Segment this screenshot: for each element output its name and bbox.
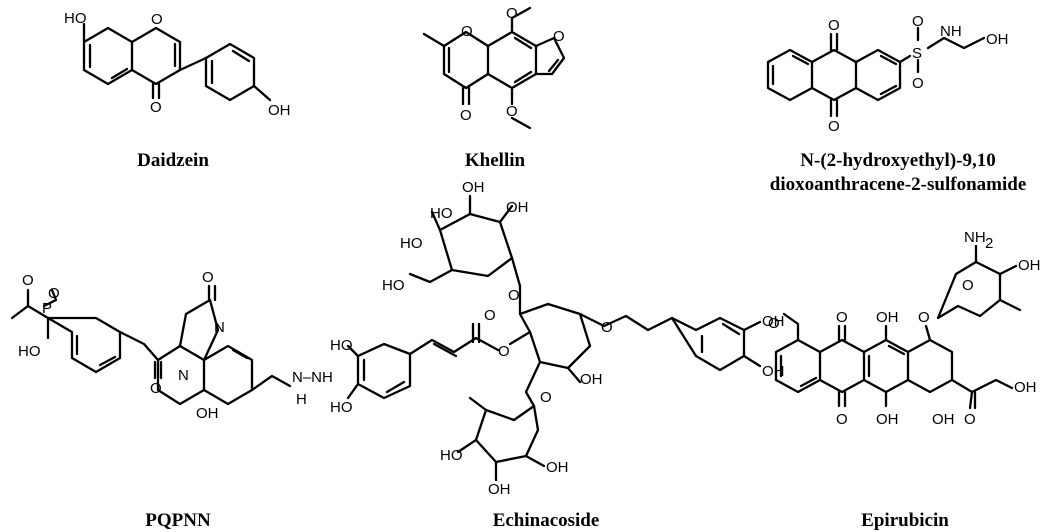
- atom-o-sulf-top: O: [828, 17, 840, 34]
- atom-ho-echi-5: HO: [330, 399, 353, 416]
- caption-khellin: Khellin: [465, 150, 526, 171]
- structure-epirubicin: [774, 244, 1022, 410]
- atom-o-daidzein-ring: O: [151, 11, 163, 28]
- atom-n-pqpnn-1: N: [214, 319, 225, 336]
- atom-o-echi-2: O: [601, 319, 613, 336]
- atom-oh-echi-6: OH: [488, 481, 511, 498]
- atom-s: S: [912, 45, 922, 62]
- atom-p: P: [42, 300, 52, 317]
- atom-o-epi-1: O: [768, 315, 780, 332]
- atom-nh: NH: [940, 23, 962, 40]
- atom-o-epi-2: O: [836, 309, 848, 326]
- atom-oh-epi-2: OH: [876, 411, 899, 428]
- structure-sulfonamide: [766, 26, 986, 118]
- atom-o-khellin-bottom: O: [506, 103, 518, 120]
- atom-o-khellin-furan: O: [553, 28, 565, 45]
- atom-nh2-sub: 2: [985, 235, 993, 252]
- atom-n-pqpnn-2: N: [178, 367, 189, 384]
- structure-daidzein: [82, 22, 272, 102]
- caption-epirubicin: Epirubicin: [861, 510, 949, 531]
- atom-ho-echi-4: HO: [330, 337, 353, 354]
- atom-o-epi-6: O: [964, 411, 976, 428]
- atom-o-khellin-ring: O: [461, 23, 473, 40]
- caption-sulfonamide-1: N-(2-hydroxyethyl)-9,10: [800, 150, 995, 171]
- atom-ho-echi-3: HO: [382, 277, 405, 294]
- atom-oh-epi-1: OH: [876, 309, 899, 326]
- atom-oh-epi-5: OH: [1014, 379, 1037, 396]
- atom-oh-pqpnn: OH: [196, 405, 219, 422]
- atom-oh-epi-3: OH: [1018, 257, 1041, 274]
- atom-o-pqpnn-1: O: [22, 272, 34, 289]
- structure-pqpnn: [10, 284, 292, 406]
- atom-oh-echi-4: OH: [762, 313, 785, 330]
- atom-o-pqpnn-3: O: [150, 380, 162, 397]
- atom-oh-echi-7: OH: [546, 459, 569, 476]
- atom-o-daidzein-carbonyl: O: [150, 99, 162, 116]
- atom-o-khellin-carbonyl: O: [460, 107, 472, 124]
- atom-o-echi-1: O: [508, 287, 520, 304]
- atom-ho-echi-2: HO: [430, 205, 453, 222]
- structure-khellin: [422, 6, 566, 130]
- atom-nh2-epi: NH: [964, 229, 986, 246]
- atom-o-s2: O: [912, 75, 924, 92]
- atom-oh-echi-1: OH: [462, 179, 485, 196]
- atom-o-epi-5: O: [962, 277, 974, 294]
- caption-pqpnn: PQPNN: [145, 510, 211, 531]
- atom-oh-daidzein: OH: [268, 102, 291, 119]
- caption-daidzein: Daidzein: [137, 150, 209, 171]
- atom-nhnh2: N–NH: [292, 369, 333, 386]
- atom-o-khellin-top: O: [506, 5, 518, 22]
- atom-h-pqpnn: H: [296, 391, 307, 408]
- atom-oh-echi-5: OH: [762, 363, 785, 380]
- caption-sulfonamide-2: dioxoanthracene-2-sulfonamide: [770, 174, 1027, 195]
- atom-o-s1: O: [912, 13, 924, 30]
- atom-o-echi-3: O: [484, 307, 496, 324]
- atom-oh-sulf: OH: [986, 31, 1009, 48]
- atom-oh-epi-4: OH: [932, 411, 955, 428]
- atom-o-echi-4: O: [498, 343, 510, 360]
- atom-oh-echi-2: OH: [506, 199, 529, 216]
- caption-echinacoside: Echinacoside: [493, 510, 600, 531]
- atom-ho-echi-1: HO: [400, 235, 423, 252]
- atom-o-epi-3: O: [836, 411, 848, 428]
- atom-ho-pqpnn: HO: [18, 343, 41, 360]
- atom-ho-echi-6: HO: [440, 447, 463, 464]
- atom-oh-echi-3: OH: [580, 371, 603, 388]
- atom-o-pqpnn-4: O: [202, 269, 214, 286]
- atom-ho-daidzein: HO: [64, 10, 87, 27]
- atom-o-echi-5: O: [540, 389, 552, 406]
- structure-echinacoside: [346, 194, 762, 482]
- atom-o-epi-4: O: [918, 309, 930, 326]
- atom-o-sulf-bottom: O: [828, 118, 840, 135]
- atom-o-pqpnn-2: O: [48, 285, 60, 302]
